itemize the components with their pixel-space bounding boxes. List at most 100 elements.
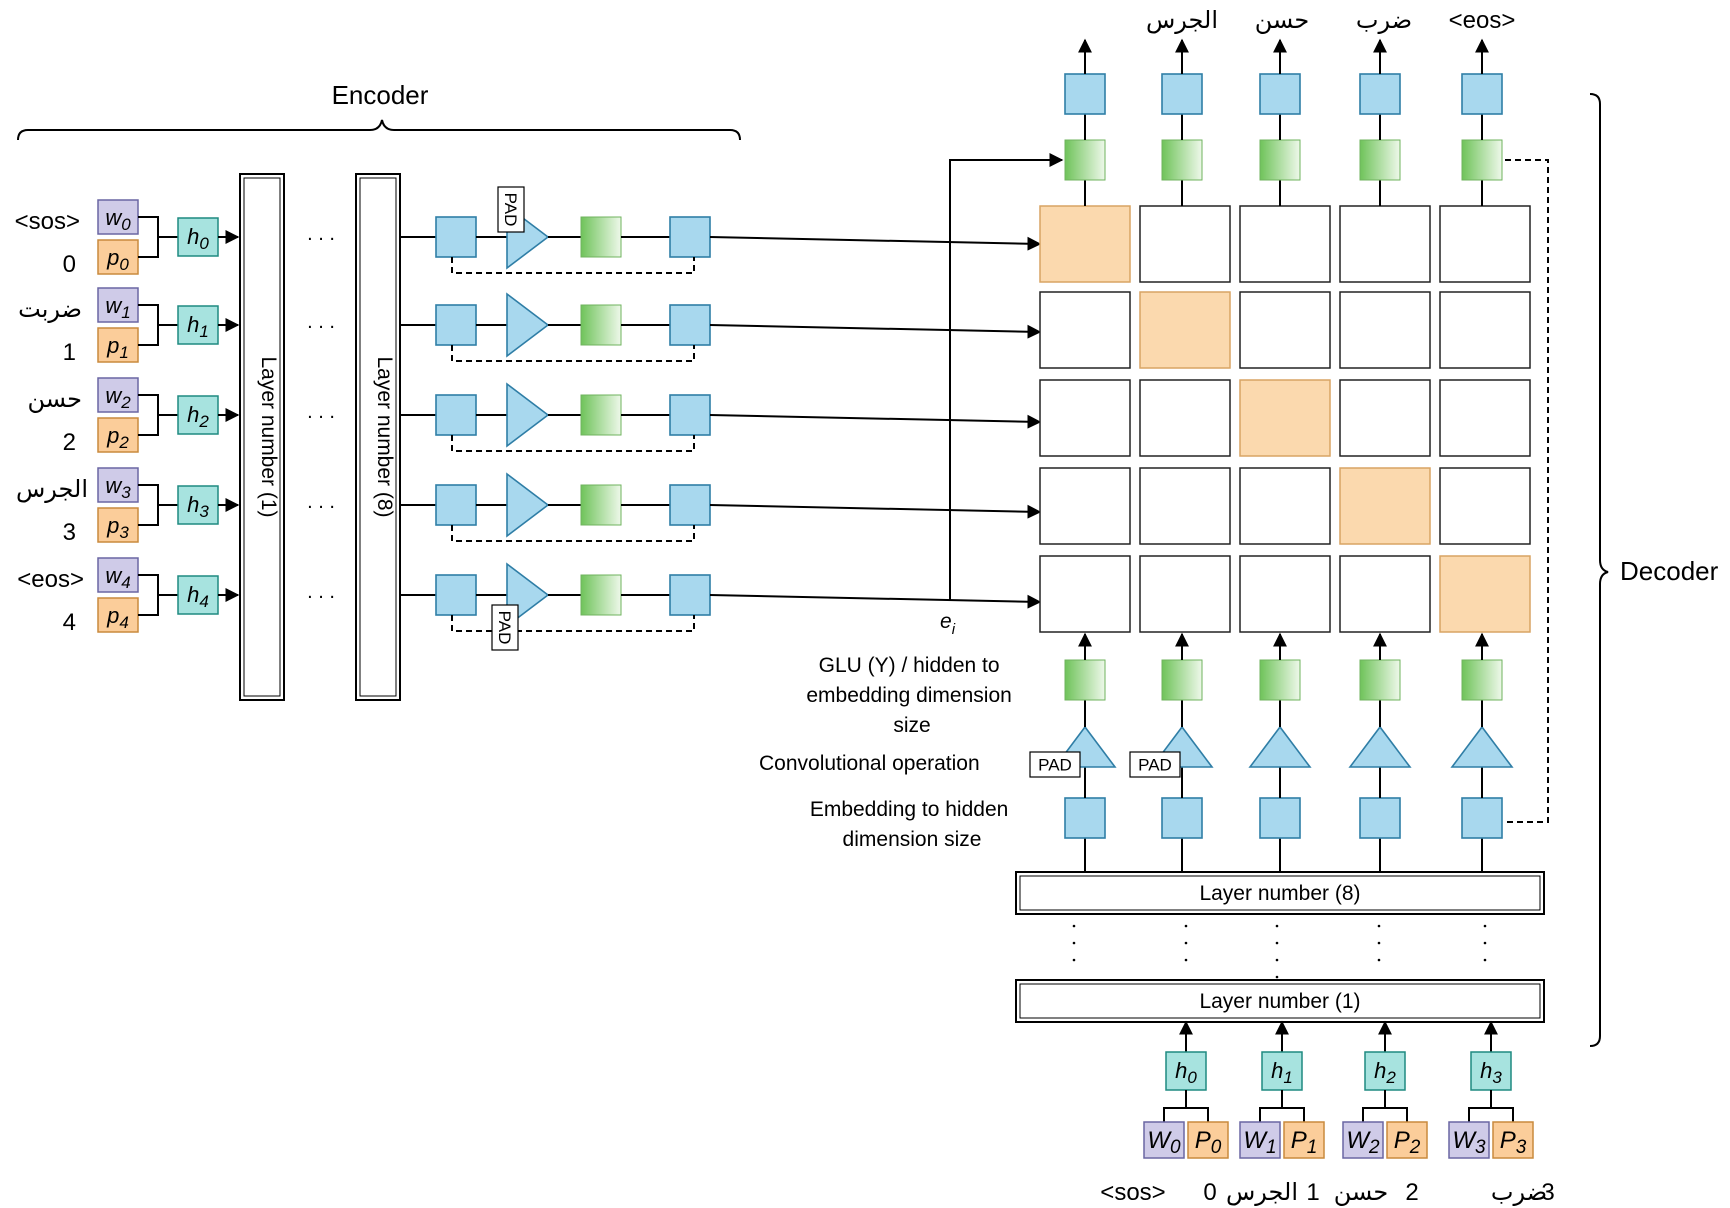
decoder-word-embedding [1143,1121,1185,1159]
decoder-pad-1-box [1029,751,1081,778]
decoder-top-glu-box [1259,139,1301,181]
encoder-embedding-box [435,574,477,616]
decoder-sum-connector [1259,1090,1305,1122]
decoder-layer-8-label: Layer number (8) [1199,882,1360,905]
attention-cell-3-4 [1439,467,1531,545]
encoder-sum-connector [138,484,178,526]
decoder-word-embedding-label: W0 [1147,1127,1181,1158]
encoder-layer-1 [239,173,285,701]
decoder-output-word-1: حسن [1255,7,1310,34]
encoder-word-embedding-label: w0 [105,205,131,234]
decoder-hidden-label: h3 [1480,1058,1502,1087]
encoder-position-embedding [97,327,139,363]
attention-cell-0-3 [1339,205,1431,283]
encoder-residual-dashed [451,257,695,274]
decoder-pad-2: PAD [1129,751,1181,778]
decoder-word-embedding [1342,1121,1384,1159]
encoder-sum-connector [138,304,178,346]
encoder-layer-8 [355,173,401,701]
decoder-column-3 [1348,38,1412,872]
triangle-conv-icon [1450,725,1514,768]
encoder-hidden-label: h2 [187,402,209,431]
decoder-position-embedding-label: P1 [1291,1127,1318,1158]
decoder-output-box [1359,73,1401,115]
encoder-layer-1-label: Layer number (1) [257,356,280,517]
encoder-word-embedding-label: w1 [105,293,130,322]
decoder-hidden [1165,1051,1207,1091]
encoder-word-embedding [97,377,139,413]
decoder-word-embedding-label: W1 [1243,1127,1276,1158]
encoder-input-position: 2 [63,429,76,456]
attention-cell-1-1 [1139,291,1231,369]
encoder-row-0 [400,204,1042,274]
encoder-ellipsis-0: . . . [307,223,335,245]
encoder-glu-box [580,484,622,526]
decoder-sum-connector [1362,1090,1408,1122]
decoder-glu-box [1064,659,1106,701]
decoder-bottom-position-0: 0 [1203,1179,1216,1206]
encoder-title: Encoder [332,80,429,110]
decoder-position-embedding [1492,1121,1534,1159]
encoder-layer-8-label: Layer number (8) [373,356,396,517]
decoder-top-glu-box [1461,139,1503,181]
ellipsis-dot [1275,975,1279,979]
decoder-pad-2-box [1129,751,1181,778]
ellipsis-dot [1483,924,1487,928]
attention-cell-0-0 [1039,205,1131,283]
triangle-conv-icon [1248,725,1312,768]
encoder-embedding-box [435,304,477,346]
ellipsis-dot [1377,958,1381,962]
decoder-bottom-position-1: 1 [1306,1179,1319,1206]
encoder-ellipsis-4: . . . [307,581,335,603]
encoder-hidden [177,305,219,345]
attention-cell-2-1 [1139,379,1231,457]
encoder-inputs: <sos>0w0p0h0ضربت1w1p1h1حسن2w2p2h2الجرس3w… [15,199,240,636]
encoder-input-position: 3 [63,519,76,546]
attention-cell-2-0 [1039,379,1131,457]
encoder-hidden-label: h0 [187,224,209,253]
decoder-hidden [1261,1051,1303,1091]
encoder-pad-bottom: PAD [491,604,519,651]
attention-cell-2-4 [1439,379,1531,457]
encoder-ellipsis-2: . . . [307,401,335,423]
encoder-input-position: 1 [63,339,76,366]
encoder-word-embedding-label: w3 [105,473,131,502]
ellipsis-dot [1377,924,1381,928]
decoder-position-embedding [1187,1121,1229,1159]
decoder-columns: PAD PAD [1029,38,1514,872]
encoder-position-embedding [97,417,139,453]
decoder-output-word-0: الجرس [1146,7,1218,34]
encoder-position-embedding-label: p0 [106,245,129,274]
decoder-brace [1589,93,1609,1047]
decoder-column-1 [1150,38,1214,872]
decoder-layer-1-label: Layer number (1) [1199,990,1360,1013]
encoder-position-embedding-label: p2 [106,423,129,452]
ellipsis-dot [1184,958,1188,962]
attention-cell-0-4 [1439,205,1531,283]
attention-cell-0-2 [1239,205,1331,283]
encoder-hidden-label: h3 [187,492,209,521]
encoder-hidden [177,217,219,257]
encoder-pad-top: PAD [497,186,525,233]
decoder-title: Decoder [1620,556,1719,586]
ellipsis-dot [1483,958,1487,962]
decoder-output-box [1461,73,1503,115]
attention-cell-1-0 [1039,291,1131,369]
decoder-output-word-3: <eos> [1449,7,1516,34]
decoder-pad-1-text: PAD [1038,756,1072,775]
attention-cell-1-4 [1439,291,1531,369]
encoder-sum-connector [138,216,178,258]
encoder-word-embedding [97,467,139,503]
decoder-output-box [1259,73,1301,115]
encoder-output-box [669,216,711,258]
encoder-embedding-box [435,484,477,526]
glu-label: GLU (Y) / hidden to embedding dimension … [806,654,1017,737]
decoder-position-embedding [1283,1121,1325,1159]
ei-label: ei [940,610,956,638]
decoder-sum-connector [1468,1090,1514,1122]
decoder-word-embedding-label: W3 [1452,1127,1486,1158]
ellipsis-dot [1377,941,1381,945]
